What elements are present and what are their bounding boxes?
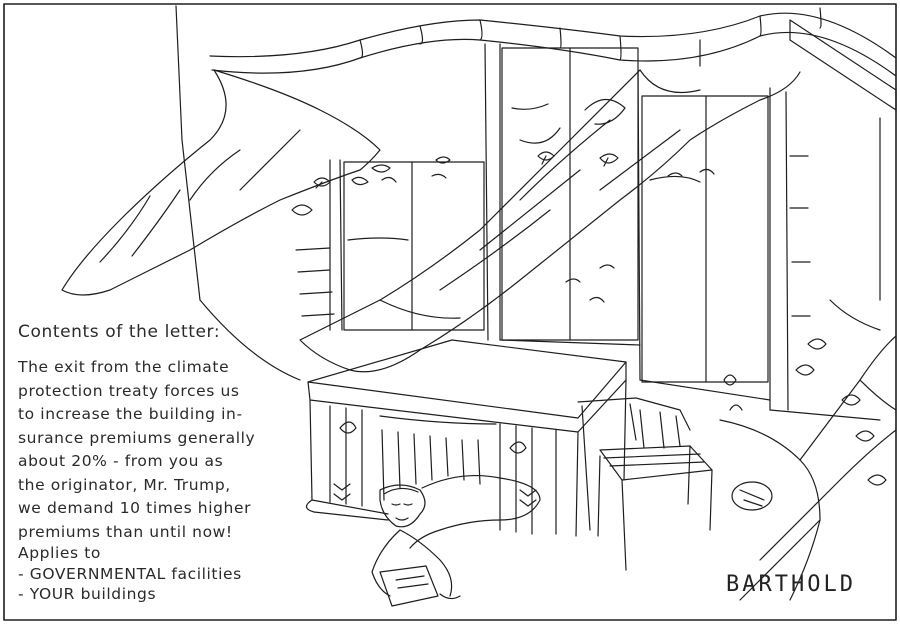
resolute-desk xyxy=(306,340,626,536)
caption-title: Contents of the letter: xyxy=(18,322,221,342)
caption-line: The exit from the climate xyxy=(18,358,230,376)
applies-item: - YOUR buildings xyxy=(18,585,157,603)
caption-line: the originator, Mr. Trump, xyxy=(18,475,231,494)
caption-line: we demand 10 times higher xyxy=(18,499,252,517)
curtain-right-drape xyxy=(300,70,800,372)
caption-line: protection treaty forces us xyxy=(18,381,240,400)
wall-panels xyxy=(296,156,810,316)
caption-line: about 20% - from you as xyxy=(18,452,224,470)
panel-frame xyxy=(4,4,896,620)
caption-line: premiums than until now! xyxy=(18,522,233,541)
artist-signature: BARTHOLD xyxy=(726,572,856,597)
applies-item: - GOVERNMENTAL facilities xyxy=(18,564,242,583)
curtain-valance xyxy=(210,8,896,110)
caption-line: to increase the building in- xyxy=(18,405,243,423)
chair xyxy=(578,398,712,570)
caption-line: surance premiums generally xyxy=(18,428,256,447)
room-walls xyxy=(176,6,880,420)
applies-heading: Applies to xyxy=(18,544,101,562)
floor-line xyxy=(200,300,300,380)
person-under-desk xyxy=(372,476,540,606)
curtain-left-drape xyxy=(62,70,380,295)
right-window xyxy=(642,96,768,382)
flying-leaves xyxy=(292,152,714,302)
left-window xyxy=(344,162,484,330)
caption-body: The exit from the climate protection tre… xyxy=(18,356,318,544)
center-window xyxy=(502,48,638,340)
fallen-tree xyxy=(720,300,896,600)
applies-to-list: Applies to - GOVERNMENTAL facilities - Y… xyxy=(18,543,318,605)
